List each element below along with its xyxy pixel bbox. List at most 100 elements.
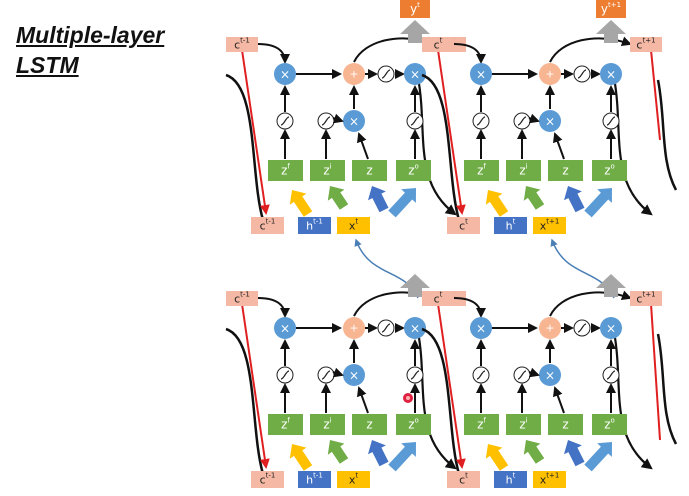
cell-add-sym: + [349, 68, 358, 81]
hidden-h-box-label: ht [506, 472, 516, 486]
input-x-box: xt+1 [533, 471, 566, 488]
cell-in-arrow [257, 297, 290, 318]
forget-mult-disc [470, 317, 492, 339]
cell-add-sym: + [545, 322, 554, 335]
gate-zi: zi [506, 160, 541, 181]
gate-zi-label: zi [323, 416, 331, 431]
output-sigmoid [602, 112, 620, 130]
si-to-mult [528, 367, 540, 378]
hidden-curve-in [421, 327, 461, 475]
output-arrow [400, 20, 430, 43]
cell-in-box-bg [422, 37, 454, 52]
input-x-box-bg [533, 471, 566, 488]
hidden-h-box-bg [494, 217, 527, 234]
cell-bottom-box-label: ct-1 [260, 218, 276, 232]
hidden-h-box: ht [494, 471, 527, 488]
output-sigmoid-sigmoid [410, 370, 420, 380]
hidden-curve-in [225, 73, 265, 221]
input-arrow-i [523, 440, 545, 464]
forget-mult-disc [274, 63, 296, 85]
title-line-2: LSTM [16, 52, 79, 78]
cell-in-box-bg [226, 291, 258, 306]
output-sigmoid [406, 366, 424, 384]
input-arrow-f [485, 444, 509, 471]
gate-z: z [352, 414, 387, 435]
output-mult-sym: × [606, 322, 616, 336]
cell-in-box-label: ct [434, 291, 443, 305]
forget-sigmoid-sigmoid [476, 116, 486, 126]
input-arrow-o [388, 442, 416, 472]
gate-zo: zo [396, 160, 431, 181]
hidden-h-box: ht [494, 217, 527, 234]
input-x-box-bg [337, 471, 370, 488]
hidden-curve-out [612, 77, 653, 216]
forget-sigmoid-sigmoid [476, 370, 486, 380]
gate-zi-bg [506, 414, 541, 435]
title-line-1: Multiple-layer [16, 22, 165, 48]
layer-links [354, 49, 678, 445]
forget-mult-disc [274, 317, 296, 339]
cell-copy-line [241, 303, 270, 469]
z-up [357, 386, 369, 414]
input-arrow-o [388, 188, 416, 218]
lstm-units: ct-1×+×ytct×zfzizzoct-1ht-1xtct×+×yt+1ct… [225, 0, 662, 488]
gate-zf-bg [268, 160, 303, 181]
forget-sigmoid [472, 366, 490, 384]
input-mult-sym: × [545, 369, 555, 383]
output-mult: × [600, 63, 622, 85]
gate-zf: zf [464, 414, 499, 435]
gate-zo: zo [396, 414, 431, 435]
output-sigmoid [406, 112, 424, 130]
cell-in-box-label: ct-1 [234, 37, 250, 51]
output-sigmoid-sigmoid [606, 370, 616, 380]
output-mult-sym: × [410, 322, 420, 336]
input-sigmoid-sigmoid [321, 116, 331, 126]
si-to-mult [332, 113, 344, 124]
hidden-h-box-label: ht [506, 218, 516, 232]
forget-mult-disc [470, 63, 492, 85]
cell-bottom-box-bg [251, 471, 284, 488]
gate-zo-label: zo [604, 416, 615, 431]
input-x-box-bg [337, 217, 370, 234]
input-mult-disc [343, 364, 365, 386]
output-sigmoid [602, 366, 620, 384]
cell-out-arrow [549, 36, 632, 63]
cell-bottom-box-label: ct [459, 472, 468, 486]
input-x-box: xt+1 [533, 217, 566, 234]
cell-out-box-label: ct+1 [636, 291, 655, 305]
input-sigmoid-sigmoid [517, 370, 527, 380]
cell-out-box-label: ct+1 [636, 37, 655, 51]
hidden-h-box-bg [298, 217, 331, 234]
cell-in-box: ct [422, 291, 454, 306]
slide-title: Multiple-layer LSTM [16, 20, 164, 80]
forget-sigmoid [276, 112, 294, 130]
output-mult-sym: × [606, 68, 616, 82]
cell-in-box-bg [226, 37, 258, 52]
cell-out-box-bg [630, 37, 662, 52]
output-mult: × [404, 63, 426, 85]
cell-bottom-box-bg [447, 217, 480, 234]
cursor-center [406, 396, 410, 400]
cell-copy-line [437, 303, 466, 469]
cell-add: + [343, 63, 365, 85]
gate-zf: zf [268, 160, 303, 181]
gate-zf-label: zf [281, 416, 290, 431]
cell-tanh [573, 319, 591, 337]
gate-z-bg [548, 414, 583, 435]
hidden-curve-out [416, 77, 457, 216]
forget-mult-sym: × [280, 68, 290, 82]
cell-bottom-box-bg [447, 471, 480, 488]
output-arrow [400, 274, 430, 297]
gate-zo: zo [592, 414, 627, 435]
input-sigmoid [513, 112, 531, 130]
gate-z-label: z [562, 164, 568, 178]
gate-zf: zf [464, 160, 499, 181]
gate-zi-bg [506, 160, 541, 181]
cell-in-box-bg [422, 291, 454, 306]
edge-curve-top [656, 79, 678, 191]
gate-zi: zi [310, 414, 345, 435]
forget-mult-sym: × [476, 68, 486, 82]
cell-bottom-box-bg [251, 217, 284, 234]
